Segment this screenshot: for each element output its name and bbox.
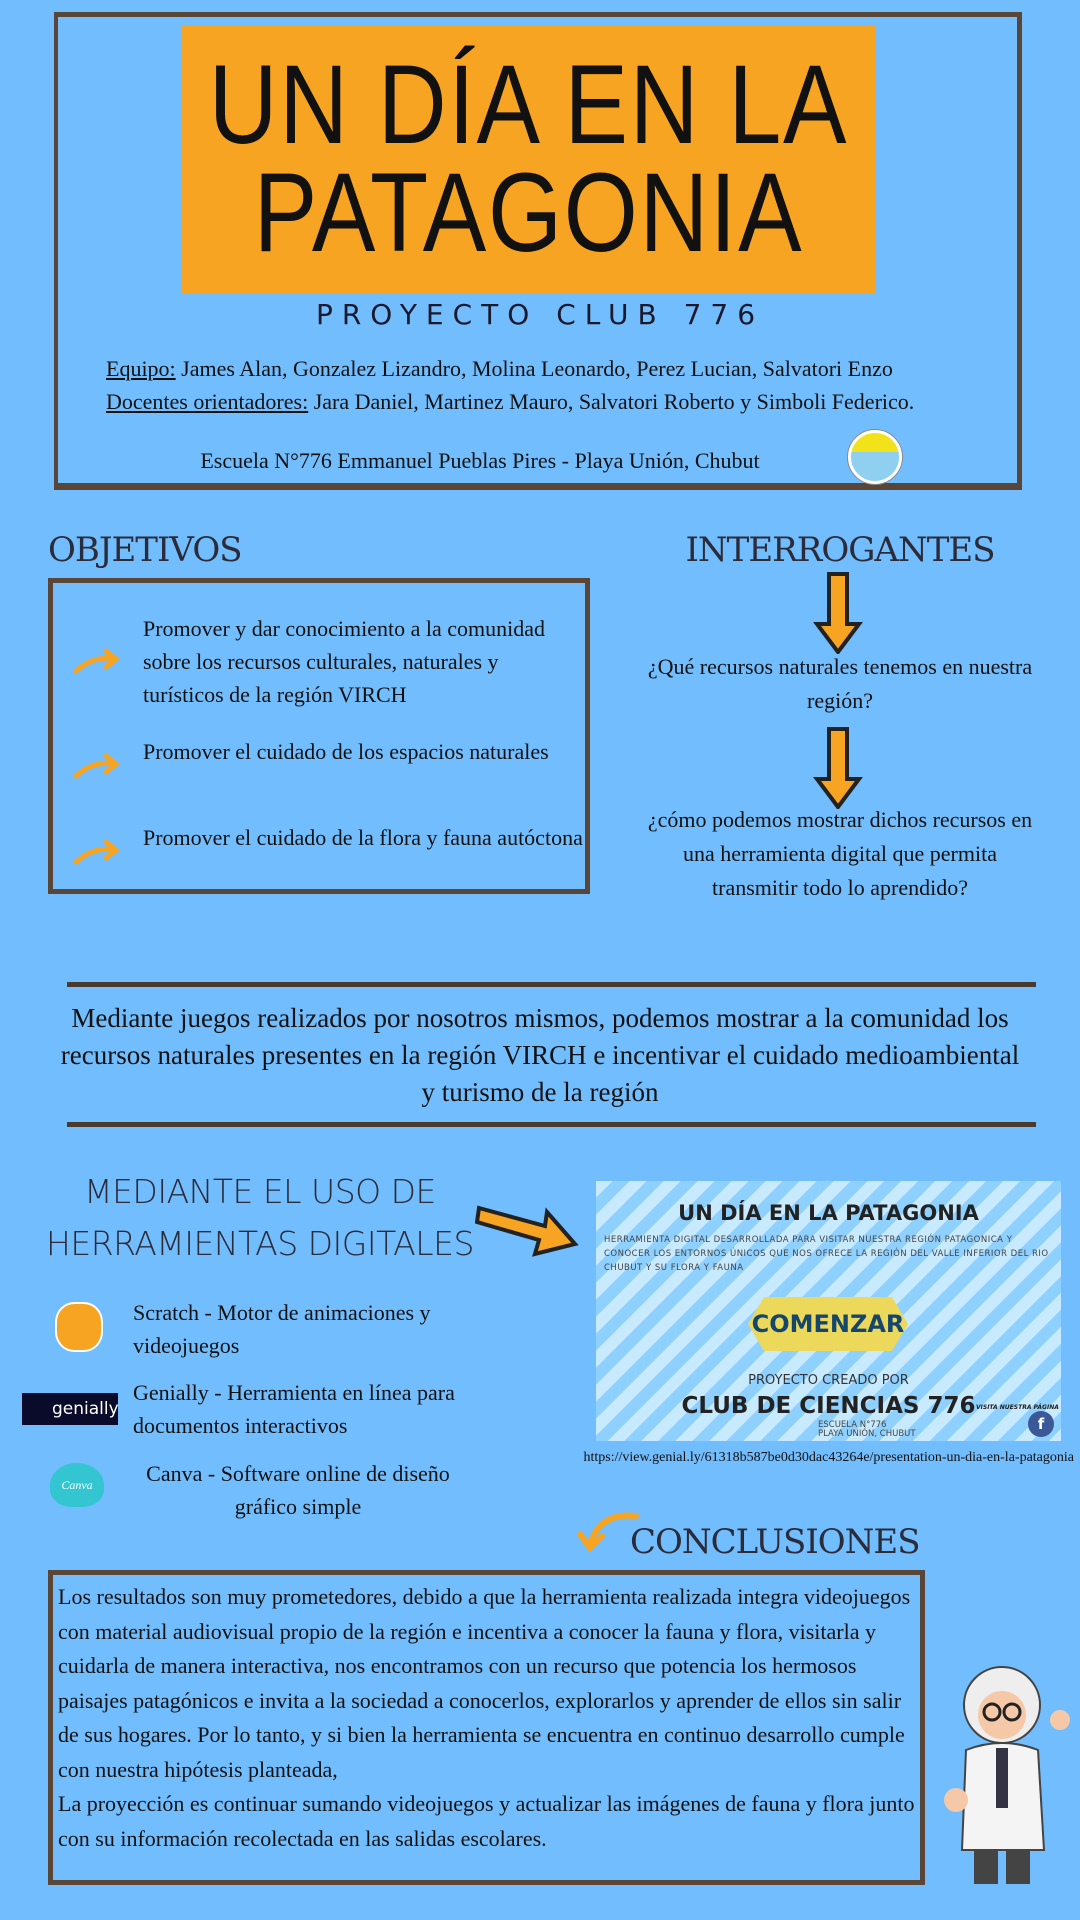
- tool-item-canva: Canva - Software online de diseño gráfic…: [146, 1461, 450, 1519]
- conclusions-paragraph: La proyección es continuar sumando video…: [58, 1791, 915, 1851]
- objective-item: Promover y dar conocimiento a la comunid…: [143, 616, 545, 707]
- curved-arrow-icon: [577, 1512, 639, 1553]
- team-names: James Alan, Gonzalez Lizandro, Molina Le…: [181, 356, 893, 381]
- school-name: Escuela N°776 Emmanuel Pueblas Pires - P…: [200, 448, 760, 473]
- divider: [67, 982, 1036, 987]
- preview-visit: VISITA NUESTRA PÁGINA: [976, 1404, 1059, 1411]
- canva-logo: Canva: [50, 1463, 104, 1507]
- down-arrow-icon: [813, 572, 863, 654]
- preview-title: UN DÍA EN LA PATAGONIA: [678, 1201, 979, 1225]
- conclusions-heading: CONCLUSIONES: [630, 1522, 920, 1562]
- teachers-label: Docentes orientadores:: [106, 389, 309, 414]
- objective-item: Promover el cuidado de la flora y fauna …: [143, 825, 583, 850]
- team-line: Equipo: James Alan, Gonzalez Lizandro, M…: [106, 356, 893, 382]
- page-title: UN DÍA EN LA PATAGONIA: [181, 25, 876, 293]
- title-line: UN DÍA EN LA: [208, 42, 849, 167]
- genially-link[interactable]: https://view.genial.ly/61318b587be0d30da…: [583, 1450, 1074, 1465]
- tool-item-scratch: Scratch - Motor de animaciones y videoju…: [133, 1300, 431, 1358]
- tools-heading: MEDIANTE EL USO DE: [84, 1172, 436, 1211]
- tools-heading: HERRAMIENTAS DIGITALES: [46, 1224, 474, 1263]
- conclusions-box: [48, 1570, 925, 1885]
- objectives-heading: OBJETIVOS: [48, 530, 243, 570]
- school-logo-icon: [848, 430, 902, 484]
- statement: Mediante juegos realizados por nosotros …: [60, 1003, 1020, 1107]
- preview-created-by: PROYECTO CREADO POR: [748, 1373, 909, 1388]
- preview-description: HERRAMIENTA DIGITAL DESARROLLADA PARA VI…: [604, 1235, 1049, 1273]
- teacher-names: Jara Daniel, Martinez Mauro, Salvatori R…: [313, 389, 915, 414]
- question-item: ¿cómo podemos mostrar dichos recursos en…: [647, 807, 1033, 900]
- arrow-icon: [73, 648, 121, 674]
- team-label: Equipo:: [106, 356, 176, 381]
- subtitle: PROYECTO CLUB 776: [315, 298, 765, 331]
- title-line: PATAGONIA: [253, 150, 804, 275]
- preview-club: CLUB DE CIENCIAS 776: [681, 1393, 976, 1419]
- comenzar-button[interactable]: COMENZAR: [748, 1297, 908, 1351]
- question-item: ¿Qué recursos naturales tenemos en nuest…: [647, 654, 1033, 713]
- preview-school-line: PLAYA UNIÓN, CHUBUT: [818, 1429, 916, 1439]
- teachers-line: Docentes orientadores: Jara Daniel, Mart…: [106, 389, 914, 415]
- questions-heading: INTERROGANTES: [685, 530, 995, 570]
- down-arrow-icon: [813, 727, 863, 809]
- arrow-icon: [73, 753, 121, 779]
- facebook-icon[interactable]: f: [1028, 1411, 1054, 1437]
- scratch-icon: [55, 1302, 103, 1352]
- scientist-illustration: [944, 1666, 1070, 1884]
- tool-item-genially: Genially - Herramienta en línea para doc…: [133, 1380, 455, 1438]
- conclusions-paragraph: Los resultados son muy prometedores, deb…: [58, 1584, 911, 1782]
- divider: [67, 1122, 1036, 1127]
- right-arrow-icon: [475, 1205, 579, 1257]
- preview-school-line: ESCUELA N°776: [818, 1420, 887, 1430]
- genially-logo: genially: [22, 1393, 119, 1425]
- arrow-icon: [73, 839, 121, 865]
- genially-preview[interactable]: UN DÍA EN LA PATAGONIA HERRAMIENTA DIGIT…: [596, 1181, 1061, 1441]
- objectives-box: [48, 578, 590, 894]
- objective-item: Promover el cuidado de los espacios natu…: [143, 739, 549, 764]
- conclusions-text: Los resultados son muy prometedores, deb…: [58, 1580, 918, 1856]
- header-box: [54, 12, 1022, 490]
